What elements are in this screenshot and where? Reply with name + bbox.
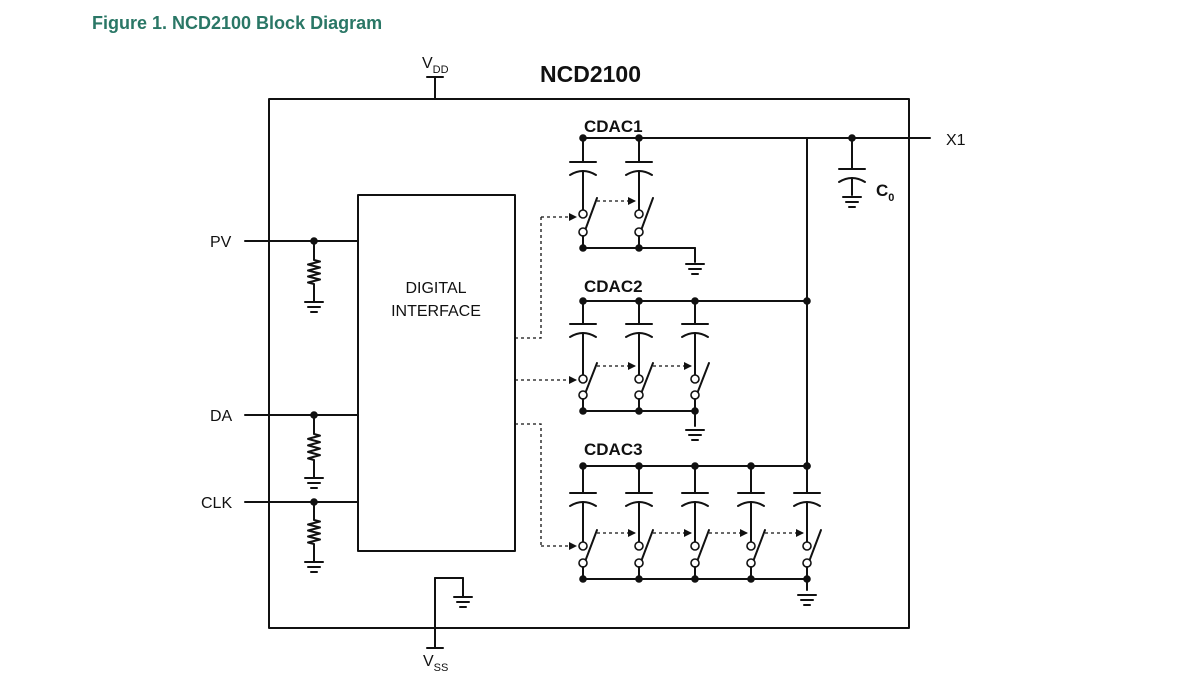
bank-label-cdac1: CDAC1 [584,117,643,136]
svg-text:VDD: VDD [422,55,449,76]
c0-label: C [876,181,888,200]
digital-interface-line2: INTERFACE [391,303,481,320]
switch-terminal [802,541,812,551]
switch-terminal [634,558,644,568]
chip-name: NCD2100 [540,61,641,87]
switch-terminal [578,541,588,551]
c0-ground [842,196,862,208]
resistor-ground [304,561,324,573]
pulldown-resistor [307,511,321,553]
switch-terminal [634,209,644,219]
circuit-wiring [244,134,931,606]
chip-outline [268,98,910,629]
switch-terminal [578,227,588,237]
switch-terminal [634,227,644,237]
cdac-bank [569,297,808,415]
digital-interface-block: DIGITAL INTERFACE [357,194,516,552]
cdac-bank [569,134,808,252]
pin-label-pv: PV [210,234,232,251]
resistor-ground [304,301,324,313]
figure-title: Figure 1. NCD2100 Block Diagram [92,13,382,33]
switch-terminal [578,558,588,568]
cdac2-ground [685,429,705,441]
svg-text:VSS: VSS [423,653,448,674]
resistor-zigzag [307,425,321,469]
control-line-cdac3 [515,423,542,546]
pin-label-da: DA [210,408,233,425]
switch-terminal [634,374,644,384]
switch-terminal [690,390,700,400]
bank-label-cdac2: CDAC2 [584,277,643,296]
junction-dot [803,462,811,470]
switch-terminal [746,558,756,568]
switch-terminal [746,541,756,551]
switch-terminal [634,390,644,400]
pin-label-x1: X1 [946,132,966,149]
digital-interface-line1: DIGITAL [405,280,466,297]
cdac3-ground [797,594,817,606]
switch-terminal [690,558,700,568]
switch-terminal [578,390,588,400]
vss-label: V [423,653,434,670]
switch-terminal [578,209,588,219]
cdac-bank [569,462,822,583]
resistor-zigzag [307,511,321,553]
resistor-ground [304,477,324,489]
control-line-cdac1 [515,217,542,339]
pulldown-resistor [307,425,321,469]
vss-pin: VSS [423,577,473,674]
switch-terminal [690,541,700,551]
cdac1-ground [685,263,705,275]
switch-terminal [690,374,700,384]
pin-label-clk: CLK [201,495,232,512]
switch-terminal [802,558,812,568]
bank-label-cdac3: CDAC3 [584,440,643,459]
svg-text:C0: C0 [876,181,894,204]
junction-dot [803,297,811,305]
switch-terminal [578,374,588,384]
resistor-zigzag [307,251,321,293]
vdd-subscript: DD [433,64,449,76]
vdd-pin: VDD [422,55,449,100]
switch-terminal [634,541,644,551]
vdd-label: V [422,55,433,72]
c0-subscript: 0 [888,192,894,204]
pulldown-resistor [307,251,321,293]
vss-subscript: SS [434,662,449,674]
